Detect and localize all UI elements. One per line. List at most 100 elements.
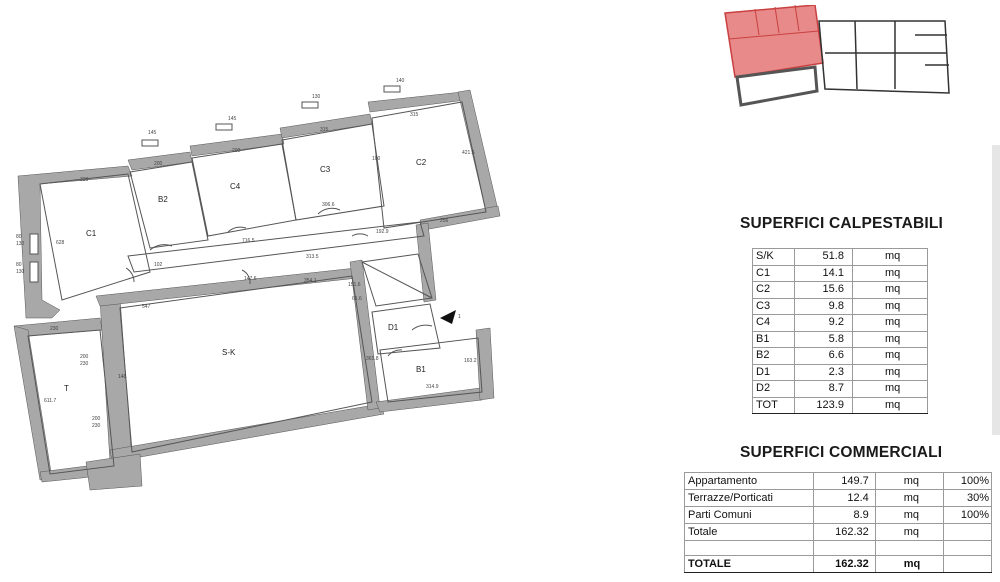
row-unit: mq: [851, 314, 929, 332]
key-plan-wall: [854, 20, 858, 90]
window-c4: [215, 123, 233, 131]
wall-c2-top: [367, 91, 467, 113]
row-value: 14.1: [794, 264, 853, 282]
calpestabili-title: SUPERFICI CALPESTABILI: [740, 215, 944, 232]
key-plan-unit-wall: [728, 30, 820, 40]
room-outline-b2: [129, 161, 209, 249]
room-outline-c2: [371, 101, 487, 229]
row-value: 2.3: [794, 363, 853, 381]
key-plan-terrace: [735, 65, 819, 107]
key-plan-unit-wall: [794, 5, 800, 32]
dim-label: 163.2: [464, 358, 477, 364]
window-c2: [383, 85, 401, 93]
room-label-c3: C3: [320, 165, 331, 174]
row-value: 9.2: [794, 314, 853, 332]
entrance-arrow-icon: [440, 310, 456, 324]
dim-label: 80: [16, 262, 22, 268]
room-labels: C1 B2 C4 C3 C2 S-K T D1 B1: [64, 158, 427, 393]
row-label: Terrazze/Porticati: [683, 489, 815, 507]
dim-label: 145: [148, 130, 157, 136]
row-unit: mq: [851, 281, 929, 299]
dim-label: 140: [396, 78, 405, 84]
room-label-c1: C1: [86, 229, 97, 238]
row-percent: 100%: [942, 506, 993, 524]
walls: [13, 89, 501, 491]
door-swing-b1: [387, 349, 403, 357]
total-unit: mq: [874, 555, 944, 573]
row-value: 9.8: [794, 297, 853, 315]
dim-label: 102: [154, 262, 163, 268]
door-swing-c4: [227, 226, 247, 233]
corridor-outline: [127, 221, 425, 273]
empty-cell: [942, 540, 993, 556]
row-value: 8.9: [813, 506, 876, 524]
dim-label: 200: [232, 148, 241, 154]
empty-cell: [874, 540, 944, 556]
door-swing-d1: [411, 324, 433, 331]
row-value: 6.6: [794, 347, 853, 365]
room-label-d1: D1: [388, 323, 399, 332]
commerciali-title: SUPERFICI COMMERCIALI: [740, 444, 943, 461]
dim-label: 421.5: [462, 150, 475, 156]
row-value: 162.32: [813, 523, 876, 541]
row-label: Appartamento: [683, 472, 815, 490]
wall-b1-east: [475, 327, 495, 401]
row-percent: [942, 523, 993, 541]
window-c1-1: [29, 233, 39, 255]
key-plan-highlight-unit: [724, 5, 824, 78]
dim-label: 314.9: [426, 384, 439, 390]
room-outline-c1: [39, 173, 151, 301]
row-unit: mq: [874, 489, 944, 507]
empty-cell: [683, 540, 815, 556]
wall-sk-sw-block: [85, 453, 143, 491]
windows: [29, 85, 401, 283]
row-value: 123.9: [794, 396, 853, 414]
wall-stair-east: [415, 222, 437, 303]
dim-label: 148: [118, 374, 127, 380]
row-value: 15.6: [794, 281, 853, 299]
row-unit: mq: [874, 523, 944, 541]
dim-label: 130: [16, 241, 25, 247]
row-label: C4: [751, 314, 796, 332]
row-unit: mq: [851, 297, 929, 315]
dim-label: 336: [80, 177, 89, 183]
row-unit: mq: [851, 330, 929, 348]
empty-cell: [813, 540, 876, 556]
row-unit: mq: [851, 248, 929, 266]
dim-label: 611.7: [44, 398, 56, 404]
dim-label: 200: [80, 354, 89, 360]
row-unit: mq: [851, 347, 929, 365]
dim-label: 315: [320, 127, 329, 133]
dim-label: 361.8: [366, 356, 379, 362]
row-label: S/K: [751, 248, 796, 266]
room-label-b1: B1: [416, 365, 426, 374]
interior-lines: [27, 101, 487, 475]
wall-b1-south: [375, 387, 483, 413]
vertical-scrollbar[interactable]: [992, 145, 1000, 435]
key-plan: [724, 5, 950, 107]
empty-cell: [942, 555, 993, 573]
total-value: 162.32: [813, 555, 876, 573]
row-unit: mq: [851, 264, 929, 282]
dim-label: 151.6: [348, 282, 361, 288]
dim-label: 100: [372, 156, 381, 162]
room-label-b2: B2: [158, 195, 168, 204]
room-label-t: T: [64, 384, 69, 393]
row-label: Totale: [683, 523, 815, 541]
key-plan-building: [818, 20, 950, 94]
room-outline-d1: [371, 303, 441, 355]
row-label: B1: [751, 330, 796, 348]
row-label: C3: [751, 297, 796, 315]
dim-label: 306.6: [322, 202, 335, 208]
row-value: 5.8: [794, 330, 853, 348]
